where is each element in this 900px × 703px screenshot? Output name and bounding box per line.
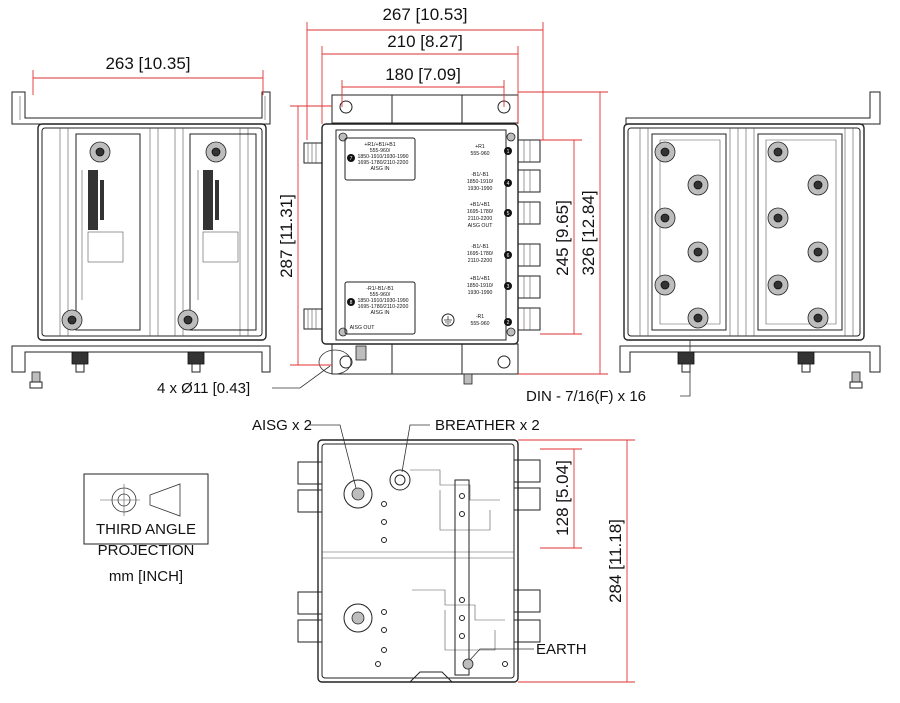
projection-units: mm [INCH] <box>109 568 183 585</box>
aisg-callout: AISG x 2 <box>252 417 312 434</box>
dim-210: 210 [8.27] <box>387 32 463 51</box>
dim-245: 245 [9.65] <box>553 200 572 276</box>
port4-line1: -B1/-B1 <box>471 172 489 178</box>
port6-number: 6 <box>507 253 510 259</box>
port1-line2: 555-960 <box>470 151 489 157</box>
front-view: +R1/+B1/+B1 555-960/ 1850-1910/1930-1990… <box>303 94 541 385</box>
port8-line5: AISG IN <box>370 310 389 316</box>
dimension-lines <box>32 22 635 683</box>
port5-line2: 1695-1780/ <box>467 209 494 215</box>
port3-line2: 1850-1910/ <box>467 283 494 289</box>
dim-263: 263 [10.35] <box>105 54 190 73</box>
port4-line2: 1850-1910/ <box>467 179 494 185</box>
projection-line1: THIRD ANGLE <box>96 521 196 538</box>
port5-line1: +B1/+B1 <box>470 202 490 208</box>
port3-line1: +B1/+B1 <box>470 276 490 282</box>
port3-line3: 1930-1990 <box>468 290 493 296</box>
callout-leaders <box>272 340 691 661</box>
port6-line2: 1695-1780/ <box>467 251 494 257</box>
aisg-out-label: AISG OUT <box>350 325 376 331</box>
port2-line2: 555-960 <box>470 321 489 327</box>
port8-line3: 1850-1910/1930-1990 <box>357 298 408 304</box>
port8-number: 8 <box>350 300 353 306</box>
projection-line2: PROJECTION <box>98 542 195 559</box>
port4-number: 4 <box>507 181 510 187</box>
earth-callout: EARTH <box>536 641 587 658</box>
port2-number: 2 <box>507 320 510 326</box>
bottom-view <box>297 439 541 683</box>
breather-callout: BREATHER x 2 <box>435 417 540 434</box>
port7-number: 7 <box>350 156 353 162</box>
port8-line2: 555-960/ <box>370 292 391 298</box>
port7-line1: +R1/+B1/+B1 <box>364 142 395 148</box>
dim-128: 128 [5.04] <box>553 460 572 536</box>
dim-267: 267 [10.53] <box>382 5 467 24</box>
right-side-view <box>619 91 881 389</box>
left-side-view <box>11 91 271 389</box>
port5-line3: 2110-2200 <box>468 216 493 222</box>
port8-line4: 1695-1780/2110-2200 <box>358 304 409 310</box>
port7-line5: AISG IN <box>370 166 389 172</box>
dim-287: 287 [11.31] <box>277 194 296 278</box>
port4-line3: 1930-1990 <box>468 186 493 192</box>
port5-number: 5 <box>507 211 510 217</box>
port3-number: 3 <box>507 284 510 290</box>
port2-line1: -R1 <box>476 314 484 320</box>
port5-line4: AISG OUT <box>468 223 494 229</box>
projection-symbol <box>83 473 209 545</box>
dim-326: 326 [12.84] <box>579 190 598 275</box>
port7-line4: 1695-1780/2110-2200 <box>358 160 409 166</box>
port1-number: 1 <box>507 149 510 155</box>
din-callout: DIN - 7/16(F) x 16 <box>526 388 646 405</box>
port6-line3: 2110-2200 <box>468 258 493 264</box>
port7-line2: 555-960/ <box>370 148 391 154</box>
port1-line1: +R1 <box>475 144 485 150</box>
port6-line1: -B1/-B1 <box>471 244 489 250</box>
port8-line1: -R1/-B1/-B1 <box>366 286 394 292</box>
holes-callout: 4 x Ø11 [0.43] <box>157 380 250 397</box>
port7-line3: 1850-1910/1930-1990 <box>357 154 408 160</box>
dim-180: 180 [7.09] <box>385 65 461 84</box>
dim-284: 284 [11.18] <box>606 519 625 603</box>
